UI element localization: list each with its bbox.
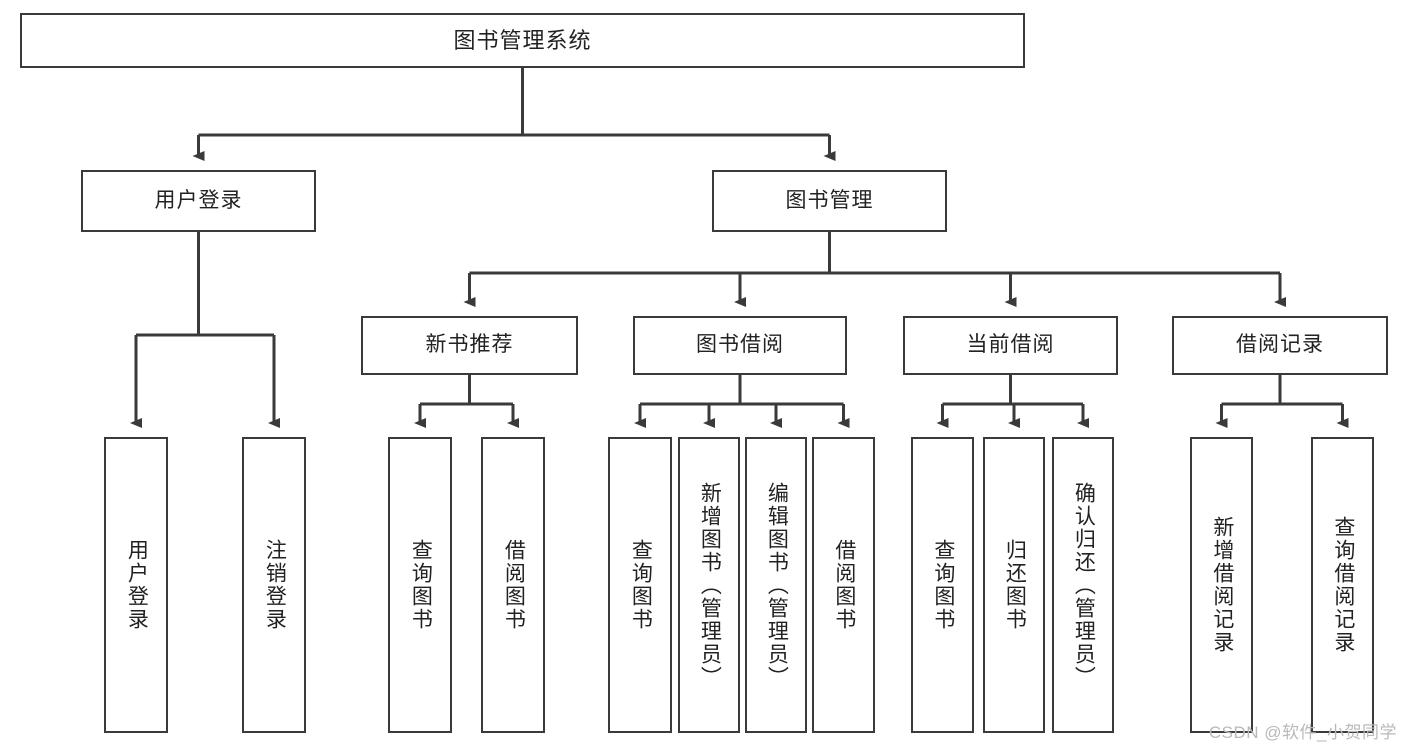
node-undefined[interactable]: 图书管理系统: [20, 13, 1025, 68]
node-leaf-borrow-book-1[interactable]: 借阅图书: [481, 437, 545, 733]
node-leaf-confirm-return-admin[interactable]: 确认归还（管理员）: [1052, 437, 1114, 733]
node-leaf-query-book-2[interactable]: 查询图书: [608, 437, 672, 733]
node-book-manage[interactable]: 图书管理: [712, 170, 947, 232]
node-leaf-add-book-admin[interactable]: 新增图书（管理员）: [678, 437, 740, 733]
node-label: 借阅图书: [502, 539, 526, 631]
node-label: 新书推荐: [425, 333, 514, 357]
node-label: 新增图书（管理员）: [698, 481, 722, 689]
node-label: 图书借阅: [696, 333, 784, 357]
node-label: 编辑图书（管理员）: [765, 481, 789, 689]
node-label: 借阅记录: [1236, 333, 1324, 357]
node-leaf-user-login[interactable]: 用户登录: [104, 437, 168, 733]
node-label: 新增借阅记录: [1210, 516, 1234, 654]
node-label: 查询图书: [409, 539, 433, 631]
node-current-borrow[interactable]: 当前借阅: [903, 316, 1118, 375]
node-book-borrow[interactable]: 图书借阅: [633, 316, 847, 375]
node-label: 借阅图书: [832, 539, 856, 631]
node-new-book-rec[interactable]: 新书推荐: [361, 316, 578, 375]
node-user-login[interactable]: 用户登录: [81, 170, 316, 232]
node-label: 当前借阅: [966, 333, 1055, 357]
node-leaf-edit-book-admin[interactable]: 编辑图书（管理员）: [745, 437, 807, 733]
node-label: 图书管理: [785, 188, 874, 212]
node-leaf-query-book-3[interactable]: 查询图书: [911, 437, 974, 733]
node-leaf-query-borrow-record[interactable]: 查询借阅记录: [1311, 437, 1374, 733]
node-leaf-return-book[interactable]: 归还图书: [983, 437, 1045, 733]
node-label: 用户登录: [154, 188, 243, 212]
node-label: 查询借阅记录: [1331, 516, 1355, 654]
node-label: 用户登录: [125, 539, 149, 631]
node-leaf-add-borrow-record[interactable]: 新增借阅记录: [1190, 437, 1253, 733]
node-label: 确认归还（管理员）: [1072, 481, 1096, 689]
node-leaf-logout-login[interactable]: 注销登录: [242, 437, 306, 733]
node-leaf-query-book-1[interactable]: 查询图书: [388, 437, 452, 733]
node-label: 注销登录: [263, 539, 287, 631]
node-label: 图书管理系统: [453, 27, 592, 53]
node-label: 查询图书: [629, 539, 653, 631]
node-label: 归还图书: [1003, 539, 1027, 631]
node-borrow-record[interactable]: 借阅记录: [1172, 316, 1388, 375]
node-label: 查询图书: [931, 539, 955, 631]
node-leaf-borrow-book-2[interactable]: 借阅图书: [812, 437, 875, 733]
